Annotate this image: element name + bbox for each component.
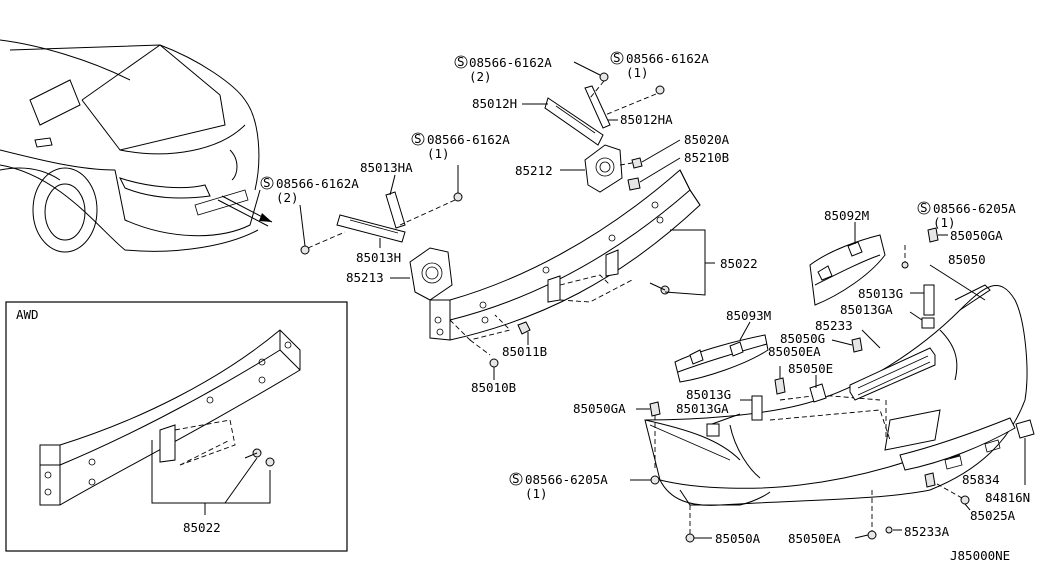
part-label-85013g-2: 85013G — [686, 387, 731, 402]
part-label-85093m: 85093M — [726, 308, 771, 323]
part-label-85012ha: 85012HA — [620, 112, 673, 127]
part-label-85025a: 85025A — [970, 508, 1016, 523]
part-label-85011b: 85011B — [502, 344, 547, 359]
part-label-85022: 85022 — [720, 256, 758, 271]
svg-text:S: S — [457, 54, 465, 69]
svg-text:S: S — [414, 131, 422, 146]
diagram-reference-code: J85000NE — [950, 548, 1010, 563]
part-label-08566-6205a-1: 08566-6205A — [933, 201, 1016, 216]
svg-text:S: S — [512, 471, 520, 486]
part-label-85233a: 85233A — [904, 524, 950, 539]
svg-text:S: S — [263, 175, 271, 190]
part-label-85834: 85834 — [962, 472, 1000, 487]
bumper-fascia — [630, 222, 1035, 543]
bumper-reinforcement: 85022 85011B 85010B — [429, 169, 758, 395]
part-label-85050g: 85050G — [780, 331, 825, 346]
car-illustration — [0, 39, 273, 253]
part-label-85212: 85212 — [515, 163, 553, 178]
part-label-85050ea-2: 85050EA — [788, 531, 841, 546]
part-label-08566-6162a-1: 08566-6162A — [469, 55, 552, 70]
part-label-84816n: 84816N — [985, 490, 1030, 505]
part-label-85013g-1: 85013G — [858, 286, 903, 301]
part-label-85020a: 85020A — [684, 132, 730, 147]
part-label-85050a: 85050A — [715, 531, 761, 546]
part-label-08566-6205a-2: 08566-6205A — [525, 472, 608, 487]
part-label-85050ga-1: 85050GA — [950, 228, 1003, 243]
qty-label-1: (2) — [469, 69, 492, 84]
part-label-85013ga-1: 85013GA — [840, 302, 893, 317]
part-label-85050ga-2: 85050GA — [573, 401, 626, 416]
part-label-85010b: 85010B — [471, 380, 516, 395]
part-label-08566-6162a-4: 08566-6162A — [276, 176, 359, 191]
part-label-85013h: 85013H — [356, 250, 401, 265]
part-label-08566-6162a-3: 08566-6162A — [427, 132, 510, 147]
part-label-08566-6162a-2: 08566-6162A — [626, 51, 709, 66]
part-label-85210b: 85210B — [684, 150, 729, 165]
qty-label-2: (1) — [626, 65, 649, 80]
part-label-85213: 85213 — [346, 270, 384, 285]
part-label-85013ha: 85013HA — [360, 160, 413, 175]
labels: S 08566-6162A (2) S 08566-6162A (1) 8501… — [260, 50, 1030, 563]
awd-label: AWD — [16, 307, 39, 322]
part-label-85050e: 85050E — [788, 361, 833, 376]
part-label-85022-awd: 85022 — [183, 520, 221, 535]
qty-label-3: (1) — [427, 146, 450, 161]
part-label-85050: 85050 — [948, 252, 986, 267]
awd-inset: AWD 85022 — [5, 301, 348, 552]
part-label-85233: 85233 — [815, 318, 853, 333]
qty-label-4: (2) — [276, 190, 299, 205]
part-label-85050ea-1: 85050EA — [768, 344, 821, 359]
svg-text:S: S — [920, 200, 928, 215]
part-label-85012h: 85012H — [472, 96, 517, 111]
upper-brackets — [299, 61, 681, 301]
part-label-85092m: 85092M — [824, 208, 869, 223]
part-label-85013ga-2: 85013GA — [676, 401, 729, 416]
qty-label-5: (1) — [933, 215, 956, 230]
svg-text:S: S — [613, 50, 621, 65]
qty-label-6: (1) — [525, 486, 548, 501]
